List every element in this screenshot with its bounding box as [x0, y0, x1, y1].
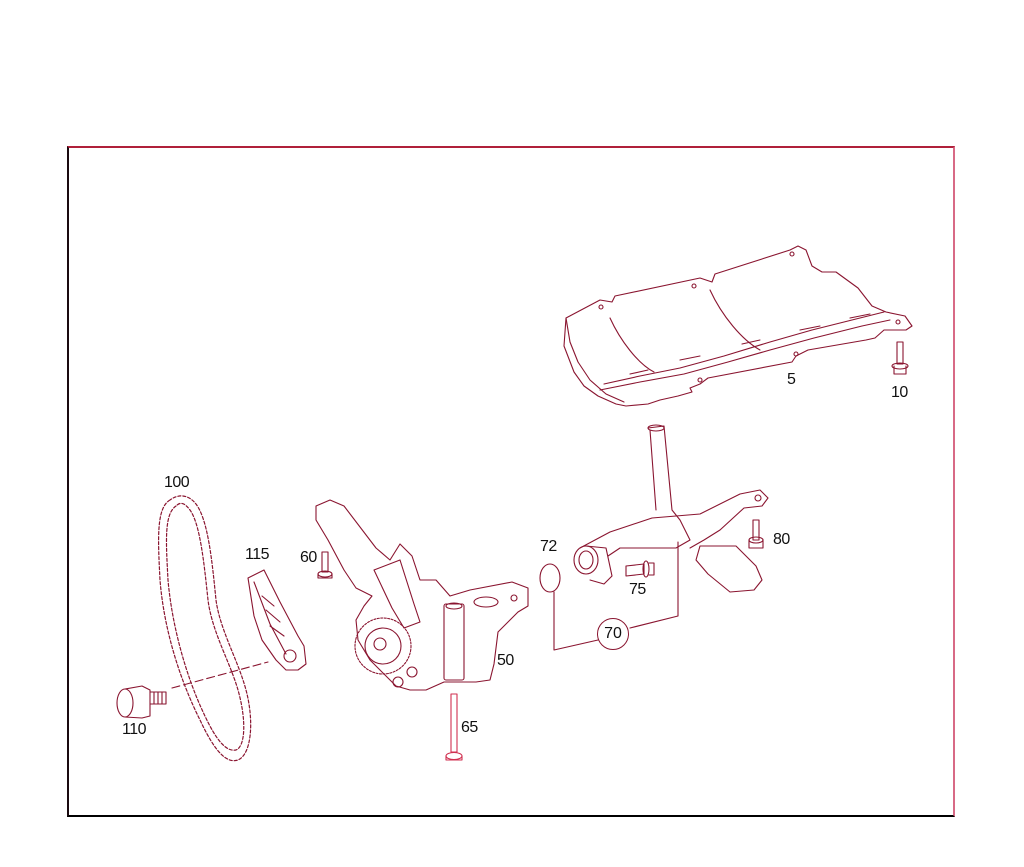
callout-72[interactable]: 72 [540, 538, 557, 555]
tensioner-pivot-bolt-part[interactable] [116, 661, 269, 719]
oil-pump-part[interactable] [315, 499, 529, 691]
diagram-frame [67, 146, 955, 817]
callout-110[interactable]: 110 [122, 721, 147, 738]
callout-5[interactable]: 5 [787, 371, 796, 388]
baffle-bolt-part[interactable] [891, 341, 909, 375]
callout-100[interactable]: 100 [164, 474, 190, 491]
callout-60[interactable]: 60 [300, 549, 317, 566]
callout-50[interactable]: 50 [497, 652, 514, 669]
callout-70[interactable]: 70 [597, 618, 629, 650]
callout-75[interactable]: 75 [629, 581, 646, 598]
callout-65[interactable]: 65 [461, 719, 478, 736]
callout-70-leader [553, 541, 679, 651]
pickup-bracket-bolt-part[interactable] [748, 519, 764, 549]
callout-80[interactable]: 80 [773, 531, 790, 548]
chain-tensioner-rail-part[interactable] [247, 569, 307, 671]
pump-mount-bolt-part[interactable] [317, 551, 333, 579]
oil-pickup-tube-part[interactable] [573, 424, 769, 593]
o-ring-part[interactable] [539, 563, 561, 593]
callout-115[interactable]: 115 [245, 546, 270, 563]
callout-10[interactable]: 10 [891, 384, 908, 401]
oil-pan-baffle-part[interactable] [563, 245, 913, 407]
pickup-bolt-part[interactable] [625, 560, 655, 578]
pump-long-bolt-part[interactable] [445, 693, 463, 761]
oil-pump-chain-part[interactable] [158, 495, 252, 762]
